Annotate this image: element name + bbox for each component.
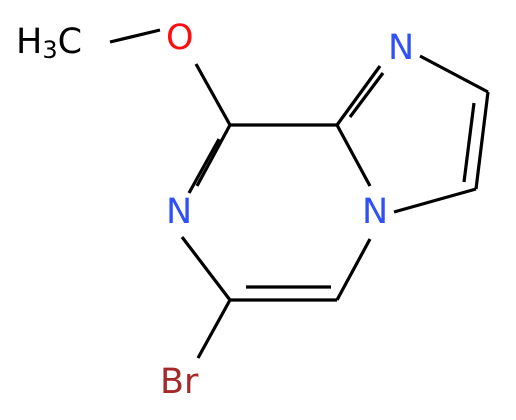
bond-c2-c3-inner <box>462 102 476 183</box>
bond-methyl-oxygen <box>109 28 161 44</box>
nitrogen-pyrazine-label: N <box>166 192 192 232</box>
bond-oxygen-c8 <box>194 63 232 126</box>
bond-c2-c3 <box>474 91 490 190</box>
oxygen-label: O <box>166 18 194 58</box>
methyl-label: H3C <box>16 22 82 64</box>
bond-c8a-n1-inner <box>348 72 385 118</box>
nitrogen-imidazole-label: N <box>388 28 414 68</box>
bond-n1-c2 <box>419 54 489 94</box>
bromine-label: Br <box>160 362 199 402</box>
bond-n7-c6 <box>180 236 232 301</box>
nitrogen-bridgehead-label: N <box>362 192 388 232</box>
atom-labels: H3C O N N N Br <box>16 18 414 402</box>
bond-c3-n4 <box>393 187 477 214</box>
bond-c8-n7 <box>195 124 232 187</box>
bond-c8a-n1 <box>335 65 382 126</box>
bonds <box>109 28 490 359</box>
bond-n4-c8a <box>335 124 372 187</box>
bond-c6-br <box>196 299 232 359</box>
bond-c8-n7-inner <box>187 138 221 194</box>
bond-c5-n4 <box>335 238 372 301</box>
